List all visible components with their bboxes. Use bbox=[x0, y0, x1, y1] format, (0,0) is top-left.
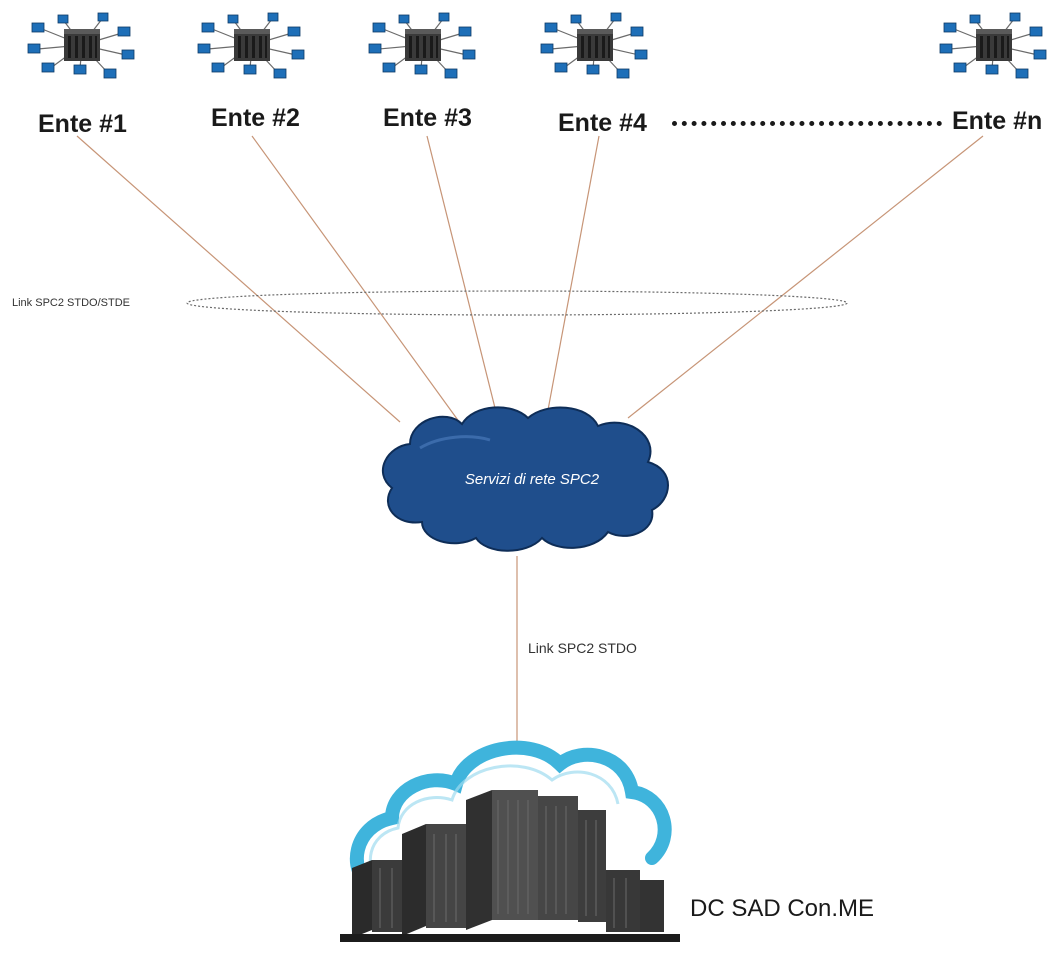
entity-label-1: Ente #1 bbox=[38, 110, 127, 138]
link-line-ente-4 bbox=[547, 135, 600, 411]
link-line-ente-n bbox=[627, 135, 984, 419]
entity-label-4: Ente #4 bbox=[558, 109, 647, 137]
datacenter-label: DC SAD Con.ME bbox=[690, 895, 875, 922]
entity-label-3: Ente #3 bbox=[383, 104, 472, 132]
lan-network-icon bbox=[368, 12, 476, 79]
lan-network-icon bbox=[27, 12, 135, 79]
cloud-datacenter-icon bbox=[340, 740, 680, 942]
lan-network-icon bbox=[540, 12, 648, 79]
entity-links bbox=[76, 135, 984, 745]
entity-label-2: Ente #2 bbox=[211, 104, 300, 132]
spc2-cloud-label: Servizi di rete SPC2 bbox=[464, 471, 600, 488]
link-line-ente-2 bbox=[251, 135, 461, 424]
datacenter-link-label: Link SPC2 STDO bbox=[528, 640, 637, 656]
link-line-ente-3 bbox=[426, 135, 497, 413]
spc2-cloud-icon bbox=[381, 406, 669, 552]
lan-icons bbox=[27, 12, 1047, 79]
link-line-ente-1 bbox=[76, 135, 401, 423]
lan-network-icon bbox=[939, 12, 1047, 79]
access-links-ellipse bbox=[186, 290, 848, 316]
lan-network-icon bbox=[197, 12, 305, 79]
entity-label-n: Ente #n bbox=[952, 107, 1043, 135]
access-link-label: Link SPC2 STDO/STDE bbox=[12, 297, 130, 309]
ellipsis-dots bbox=[672, 121, 942, 126]
